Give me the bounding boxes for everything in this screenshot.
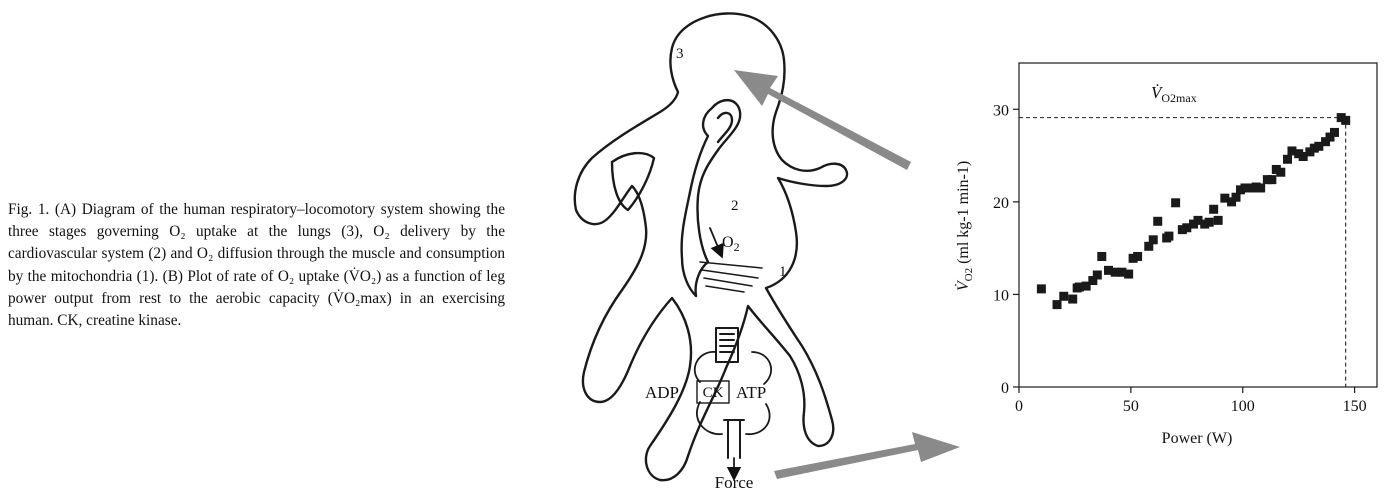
data-point xyxy=(1330,128,1339,137)
y-tick-label: 30 xyxy=(993,102,1009,119)
data-point xyxy=(1256,183,1265,192)
stage-3-label: 3 xyxy=(676,46,684,62)
data-point xyxy=(1097,252,1106,261)
data-point xyxy=(1164,232,1173,241)
vo2-power-chart: 0 10 20 30 0 50 100 150 V̇O2max Power (W) V̇O2… xyxy=(955,63,1377,447)
stage-2-label: 2 xyxy=(731,198,739,214)
y-tick-label: 20 xyxy=(993,195,1009,212)
lower-link-arrow xyxy=(774,432,960,479)
data-point xyxy=(1267,175,1276,184)
data-point xyxy=(1037,284,1046,293)
data-point xyxy=(1153,217,1162,226)
data-point xyxy=(1053,300,1062,309)
data-point xyxy=(1209,205,1218,214)
y-tick-label: 0 xyxy=(1001,380,1009,397)
x-tick-label: 50 xyxy=(1123,398,1139,415)
upper-link-arrow xyxy=(734,70,911,170)
x-tick-label: 0 xyxy=(1015,398,1023,415)
heart-inner xyxy=(718,113,732,142)
data-point xyxy=(1068,295,1077,304)
data-point xyxy=(1133,252,1142,261)
data-point xyxy=(1093,270,1102,279)
runner-outline xyxy=(575,13,847,480)
data-point xyxy=(1214,216,1223,225)
y-tick-label: 10 xyxy=(993,287,1009,304)
data-point xyxy=(1149,235,1158,244)
data-point xyxy=(1171,198,1180,207)
x-tick-label: 100 xyxy=(1231,398,1255,415)
link-arrows xyxy=(734,70,960,479)
data-point xyxy=(1205,218,1214,227)
data-point xyxy=(1341,116,1350,125)
x-tick-label: 150 xyxy=(1343,398,1367,415)
oxygen-label: O2 xyxy=(722,234,740,254)
adp-label: ADP xyxy=(645,383,679,402)
data-point xyxy=(1059,292,1068,301)
x-axis-label: Power (W) xyxy=(1162,430,1233,447)
y-axis-label: V̇O2 (ml kg-1 min-1) xyxy=(955,161,975,291)
atp-label: ATP xyxy=(736,383,766,402)
ck-label: CK xyxy=(703,385,724,401)
data-point xyxy=(1276,168,1285,177)
data-point xyxy=(1283,155,1292,164)
force-label: Force xyxy=(715,473,754,492)
stage-1-label: 1 xyxy=(779,264,787,280)
runner-diagram xyxy=(575,13,847,480)
o2-arrow xyxy=(710,228,720,252)
myofibril xyxy=(724,420,744,458)
arm-cutout xyxy=(612,153,654,210)
vo2max-annotation: V̇O2max xyxy=(1151,83,1197,105)
muscle-fibers xyxy=(700,262,762,292)
data-point xyxy=(1124,270,1133,279)
